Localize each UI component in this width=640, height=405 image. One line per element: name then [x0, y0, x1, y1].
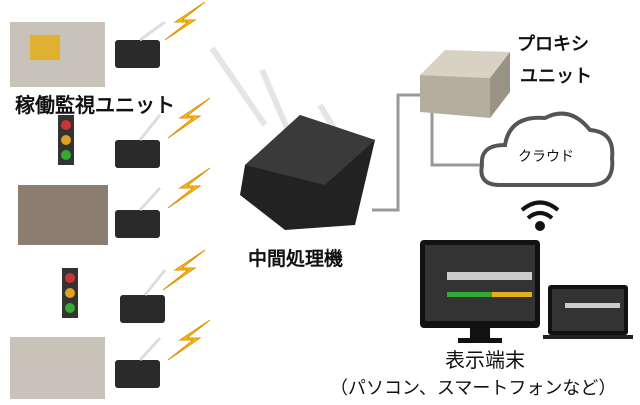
- monitoring-unit-2: [58, 114, 162, 168]
- lightning-icon: [167, 97, 211, 139]
- proxy-unit-label-1: プロキシ: [517, 34, 589, 55]
- monitoring-unit-4: [62, 268, 167, 323]
- desktop-monitor: [420, 240, 540, 343]
- monitoring-unit-label: 稼働監視ユニット: [15, 93, 175, 117]
- cloud-label: クラウド: [518, 149, 574, 165]
- lightning-icon: [162, 249, 206, 291]
- intermediate-processor-label: 中間処理機: [248, 248, 344, 270]
- connection-line-proxy: [372, 93, 425, 212]
- lightning-icon: [167, 167, 211, 209]
- cloud-icon: [479, 111, 615, 187]
- display-terminal-sub-label: （パソコン、スマートフォンなど）: [330, 378, 617, 399]
- monitoring-unit-3: [18, 185, 162, 245]
- proxy-unit-label-2: ユニット: [520, 66, 592, 87]
- display-terminal-label: 表示端末: [445, 348, 525, 372]
- intermediate-processor: [209, 46, 375, 230]
- lightning-icon: [167, 319, 211, 361]
- connection-line-cloud: [430, 110, 485, 167]
- wifi-icon: [520, 200, 560, 231]
- proxy-unit: [420, 50, 510, 118]
- monitoring-unit-1: [10, 20, 166, 87]
- monitoring-unit-5: [10, 336, 162, 399]
- lightning-icon: [164, 1, 206, 41]
- laptop: [543, 285, 633, 339]
